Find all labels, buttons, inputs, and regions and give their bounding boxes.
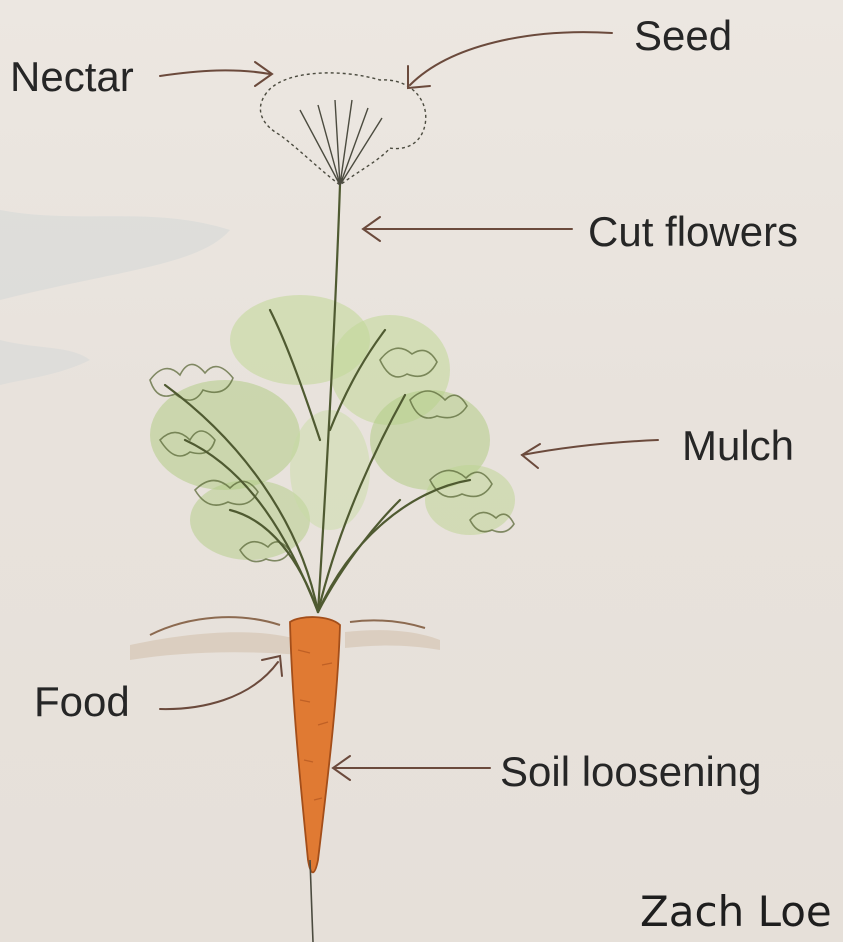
mulch-arrowhead	[522, 444, 540, 468]
author-credit: Zach Loe	[640, 891, 832, 933]
background-wash	[0, 340, 90, 385]
label-nectar: Nectar	[10, 56, 134, 98]
label-seed: Seed	[634, 15, 732, 57]
label-soil-loosening: Soil loosening	[500, 751, 762, 793]
label-mulch: Mulch	[682, 425, 794, 467]
label-cut-flowers: Cut flowers	[588, 211, 798, 253]
carrot-root	[290, 617, 340, 872]
food-arrow	[160, 662, 278, 709]
label-food: Food	[34, 681, 130, 723]
flower-umbel	[260, 73, 425, 185]
nectar-arrow	[160, 70, 270, 76]
soil-wash	[345, 630, 440, 650]
mulch-arrow	[522, 440, 658, 455]
seed-arrow	[410, 32, 612, 85]
foliage	[150, 295, 515, 560]
food-arrowhead	[262, 656, 282, 676]
background-wash	[0, 210, 230, 300]
soil-wash	[130, 632, 300, 660]
